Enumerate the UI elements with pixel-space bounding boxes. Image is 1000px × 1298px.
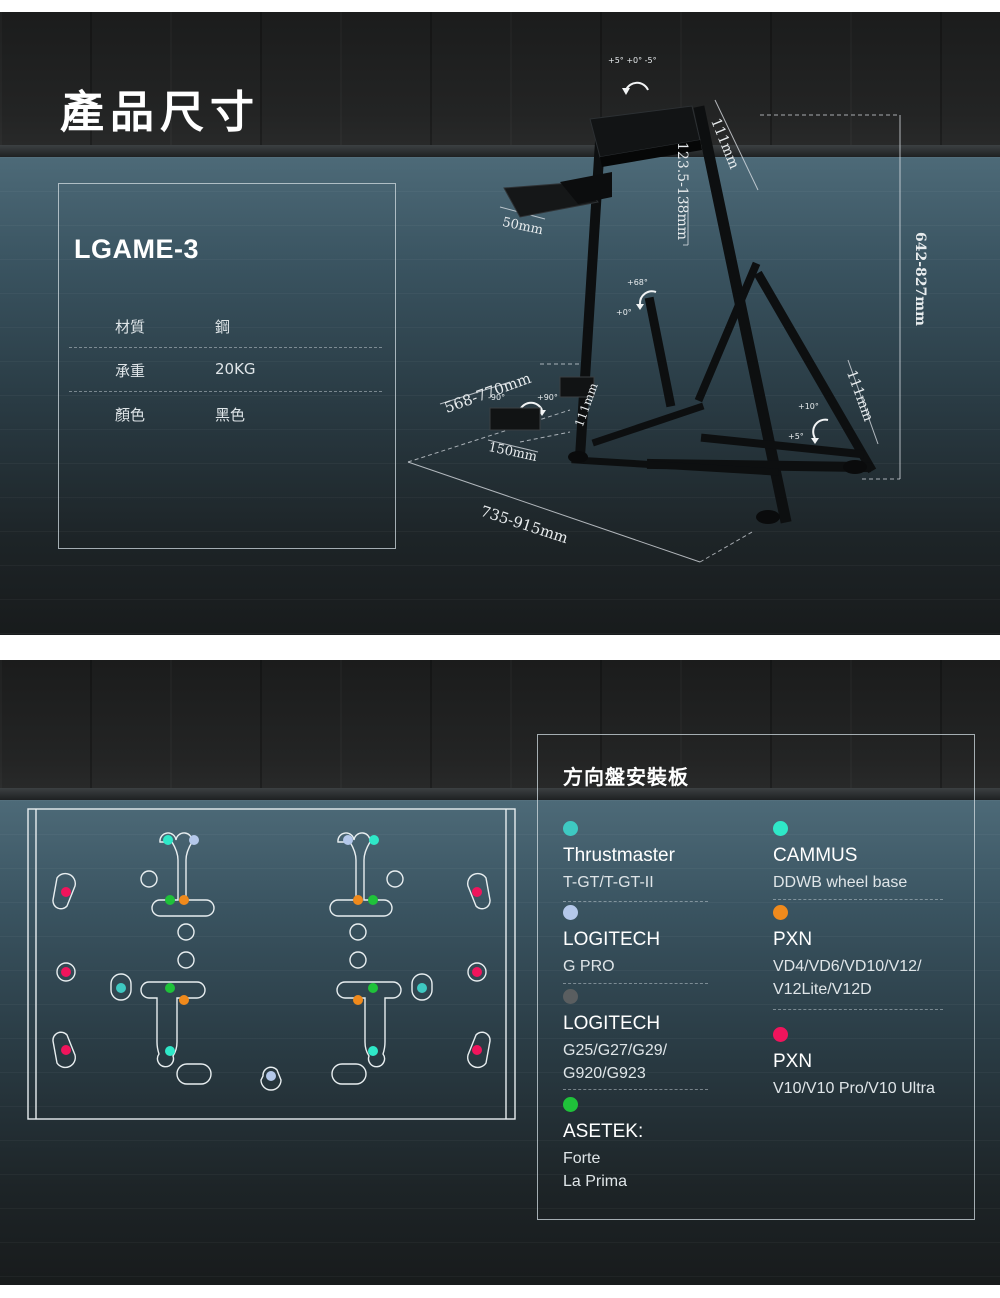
model-name: LGAME-3 (74, 234, 199, 264)
brand-models: T-GT/T-GT-II (563, 871, 654, 894)
floor-background (0, 800, 1000, 1285)
cammus-mount-dot (163, 835, 173, 845)
spec-label: 顏色 (115, 406, 146, 424)
foot-angle-min-label: +5° (788, 432, 804, 441)
page-title: 產品尺寸 (60, 87, 260, 138)
thrustmaster-color-dot (563, 821, 578, 836)
brand-name: LOGITECH (563, 1013, 661, 1034)
pxn-orange-mount-dot (179, 995, 189, 1005)
thrustmaster-mount-dot (417, 983, 427, 993)
divider (773, 1009, 943, 1010)
mid-angle-max-label: +68° (627, 278, 648, 287)
wall-background (0, 12, 1000, 157)
pxn-orange-mount-dot (353, 895, 363, 905)
model-line: T-GT/T-GT-II (563, 874, 654, 891)
brand-name: Thrustmaster (563, 845, 675, 866)
pxn-pink-mount-dot (61, 1045, 71, 1055)
pxn-pink-mount-dot (472, 1045, 482, 1055)
brand-name: ASETEK: (563, 1121, 644, 1142)
pxn-pink-mount-dot (472, 967, 482, 977)
pxn-pink-mount-dot (61, 887, 71, 897)
mounting-panel: 方向盤安裝板 Thrustmaster T-GT/T-GT-II LOGITEC… (0, 660, 1000, 1285)
model-line: V12Lite/V12D (773, 981, 872, 998)
brand-models: DDWB wheel base (773, 871, 907, 894)
total-height-dimension: 642-827mm (912, 232, 928, 326)
mounting-title: 方向盤安裝板 (563, 765, 689, 789)
brand-models: VD4/VD6/VD10/V12/ V12Lite/V12D (773, 955, 922, 1001)
asetek-mount-dot (165, 983, 175, 993)
brand-name: PXN (773, 929, 813, 950)
spec-row-color: 顏色 黑色 (69, 392, 382, 436)
asetek-mount-dot (165, 895, 175, 905)
pxn-orange-mount-dot (353, 995, 363, 1005)
thrustmaster-mount-dot (116, 983, 126, 993)
cammus-color-dot (773, 821, 788, 836)
brand-models: G25/G27/G29/ G920/G923 (563, 1039, 667, 1085)
wall-shelf (0, 788, 1000, 800)
wheel-mount-plate (27, 808, 516, 1120)
cammus-mount-dot (369, 835, 379, 845)
divider (563, 1089, 708, 1090)
spec-label: 承重 (115, 362, 146, 380)
pxn-pink-mount-dot (472, 887, 482, 897)
asetek-mount-dot (368, 983, 378, 993)
logitech-gpro-mount-dot (343, 835, 353, 845)
foot-angle-max-label: +10° (798, 402, 819, 411)
asetek-color-dot (563, 1097, 578, 1112)
model-line: V10/V10 Pro/V10 Ultra (773, 1080, 935, 1097)
asetek-mount-dot (368, 895, 378, 905)
logitech-gpro-mount-dot (189, 835, 199, 845)
pxn-orange-color-dot (773, 905, 788, 920)
shifter-rotation-negative: -90° (488, 393, 506, 402)
brand-name: CAMMUS (773, 845, 858, 866)
divider (563, 983, 708, 984)
logitech-gpro-color-dot (563, 905, 578, 920)
spec-row-load: 承重 20KG (69, 348, 382, 392)
dimensions-panel: 產品尺寸 LGAME-3 材質 鋼 承重 20KG 顏色 黑色 (0, 12, 1000, 635)
brand-name: PXN (773, 1051, 813, 1072)
brand-models: Forte La Prima (563, 1147, 627, 1193)
model-line: G PRO (563, 958, 615, 975)
model-line: Forte (563, 1150, 601, 1167)
model-line: DDWB wheel base (773, 874, 908, 891)
wall-background (0, 660, 1000, 800)
stand-diagram: +5° +0° -5° 123.5-138mm 111mm 50mm 642-8… (400, 12, 1000, 635)
divider (773, 899, 943, 900)
brand-name: LOGITECH (563, 929, 661, 950)
logitech-gpro-mount-dot (266, 1071, 276, 1081)
model-line: G25/G27/G29/ (563, 1042, 668, 1059)
brand-models: V10/V10 Pro/V10 Ultra (773, 1077, 935, 1100)
brand-models: G PRO (563, 955, 615, 978)
logitech-g-color-dot (563, 989, 578, 1004)
spec-row-material: 材質 鋼 (69, 304, 382, 348)
shifter-rotation-positive: +90° (537, 393, 558, 402)
model-line: VD4/VD6/VD10/V12/ (773, 958, 922, 975)
divider (563, 901, 708, 902)
mid-angle-min-label: +0° (616, 308, 632, 317)
spec-value: 20KG (215, 360, 256, 378)
spec-card: LGAME-3 材質 鋼 承重 20KG 顏色 黑色 (58, 183, 396, 549)
pxn-orange-mount-dot (179, 895, 189, 905)
model-line: G920/G923 (563, 1065, 646, 1082)
spec-value: 鋼 (215, 318, 231, 336)
pxn-pink-color-dot (773, 1027, 788, 1042)
wall-shelf (0, 145, 1000, 157)
wheel-riser-dimension: 123.5-138mm (674, 142, 690, 241)
tilt-top-label: +5° +0° -5° (608, 56, 657, 65)
mount-plate-diagram (27, 808, 516, 1120)
cammus-mount-dot (165, 1046, 175, 1056)
spec-label: 材質 (115, 318, 146, 336)
stand-illustration (407, 81, 901, 563)
spec-value: 黑色 (215, 406, 246, 424)
cammus-mount-dot (368, 1046, 378, 1056)
model-line: La Prima (563, 1173, 628, 1190)
mounting-compatibility-card: 方向盤安裝板 Thrustmaster T-GT/T-GT-II LOGITEC… (537, 734, 975, 1220)
pxn-pink-mount-dot (61, 967, 71, 977)
